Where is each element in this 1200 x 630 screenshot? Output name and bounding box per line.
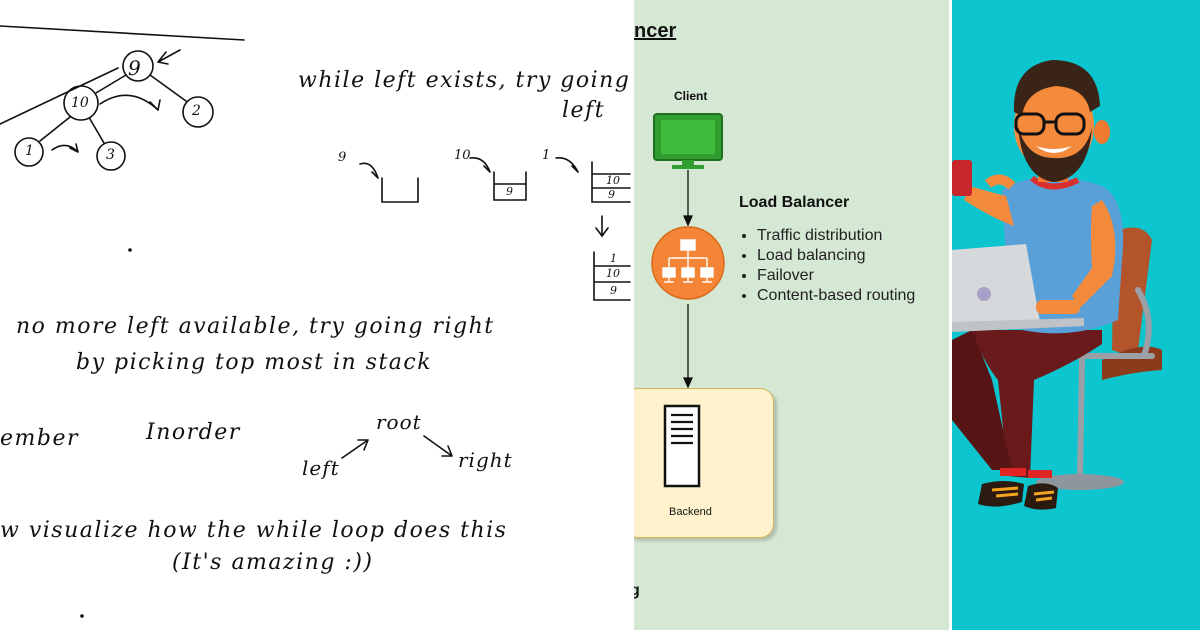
developer-illustration-panel: [952, 0, 1200, 630]
tree-node-2: [182, 96, 214, 128]
note-line-4a: ember: [0, 426, 79, 451]
client-monitor-icon: [653, 113, 723, 169]
note-line-6: (It's amazing :)): [172, 550, 374, 575]
notes-drawing: [0, 25, 631, 618]
beard: [1018, 126, 1092, 182]
rule-line: [0, 25, 245, 41]
tree-label-right: 2: [192, 103, 201, 119]
tree-label-left-left: 1: [25, 143, 34, 159]
note-line-1b: left: [562, 98, 606, 123]
stack-label-b: 10: [454, 148, 471, 163]
load-balancer-heading: Load Balancer: [739, 194, 850, 211]
load-balancer-feature-list: Traffic distribution Load balancing Fail…: [739, 226, 915, 306]
stack-label-c: 1: [542, 148, 551, 163]
flow-root: root: [376, 410, 422, 434]
stack-d-value-2: 10: [606, 267, 620, 280]
face: [1014, 80, 1094, 172]
hair: [1013, 60, 1100, 116]
flow-left: left: [302, 456, 340, 480]
cutoff-text: g: [634, 582, 640, 599]
load-balancer-icon: [651, 226, 725, 300]
feature-item: Content-based routing: [757, 286, 915, 306]
laptop: [952, 244, 1040, 330]
diagram-drawing: [651, 113, 725, 389]
man-with-coffee-illustration: [952, 60, 1162, 510]
arm: [964, 186, 1014, 226]
diagram-title: ncer: [634, 20, 677, 42]
tree-label-left-right: 3: [106, 147, 115, 163]
note-line-2: no more left available, try going right: [16, 314, 495, 339]
tree-label-root: 9: [128, 56, 142, 80]
coffee-cup-icon: [952, 160, 972, 196]
stack-label-a: 9: [338, 150, 347, 165]
note-line-4b: Inorder: [146, 420, 241, 445]
note-line-5: w visualize how the while loop does this: [0, 518, 508, 543]
handwritten-notes-panel: 9 10 2 1 3 while left exists, try going …: [0, 25, 631, 618]
feature-item: Failover: [757, 266, 915, 286]
stack-d-value-3: 9: [610, 284, 617, 297]
stack-d-value-1: 1: [610, 252, 617, 265]
flow-right: right: [458, 448, 513, 472]
stack-c-value-1: 10: [606, 174, 620, 187]
client-label: Client: [674, 89, 708, 103]
feature-item: Traffic distribution: [757, 226, 915, 246]
stack-c-value-2: 9: [608, 188, 615, 201]
stack-b-value: 9: [506, 185, 513, 198]
note-line-1: while left exists, try going: [298, 68, 631, 93]
tree-node-10: [63, 85, 99, 121]
backend-box: [634, 388, 774, 538]
glasses-icon: [1014, 112, 1086, 136]
load-balancer-diagram-panel: ncer Client Load Balancer Traffic distri…: [634, 0, 949, 630]
panel-divider: [949, 0, 952, 630]
tree-label-left: 10: [71, 95, 89, 111]
tree-node-1: [14, 137, 44, 167]
chair-base: [1036, 474, 1124, 490]
tree-node-9: [122, 50, 154, 82]
feature-item: Load balancing: [757, 246, 915, 266]
tree-node-3: [96, 141, 126, 171]
tree-slash-line: [0, 67, 119, 125]
server-icon: [663, 404, 701, 488]
note-line-3: by picking top most in stack: [76, 350, 433, 375]
shoe-right: [1024, 483, 1058, 510]
backend-label: Backend: [669, 506, 712, 518]
